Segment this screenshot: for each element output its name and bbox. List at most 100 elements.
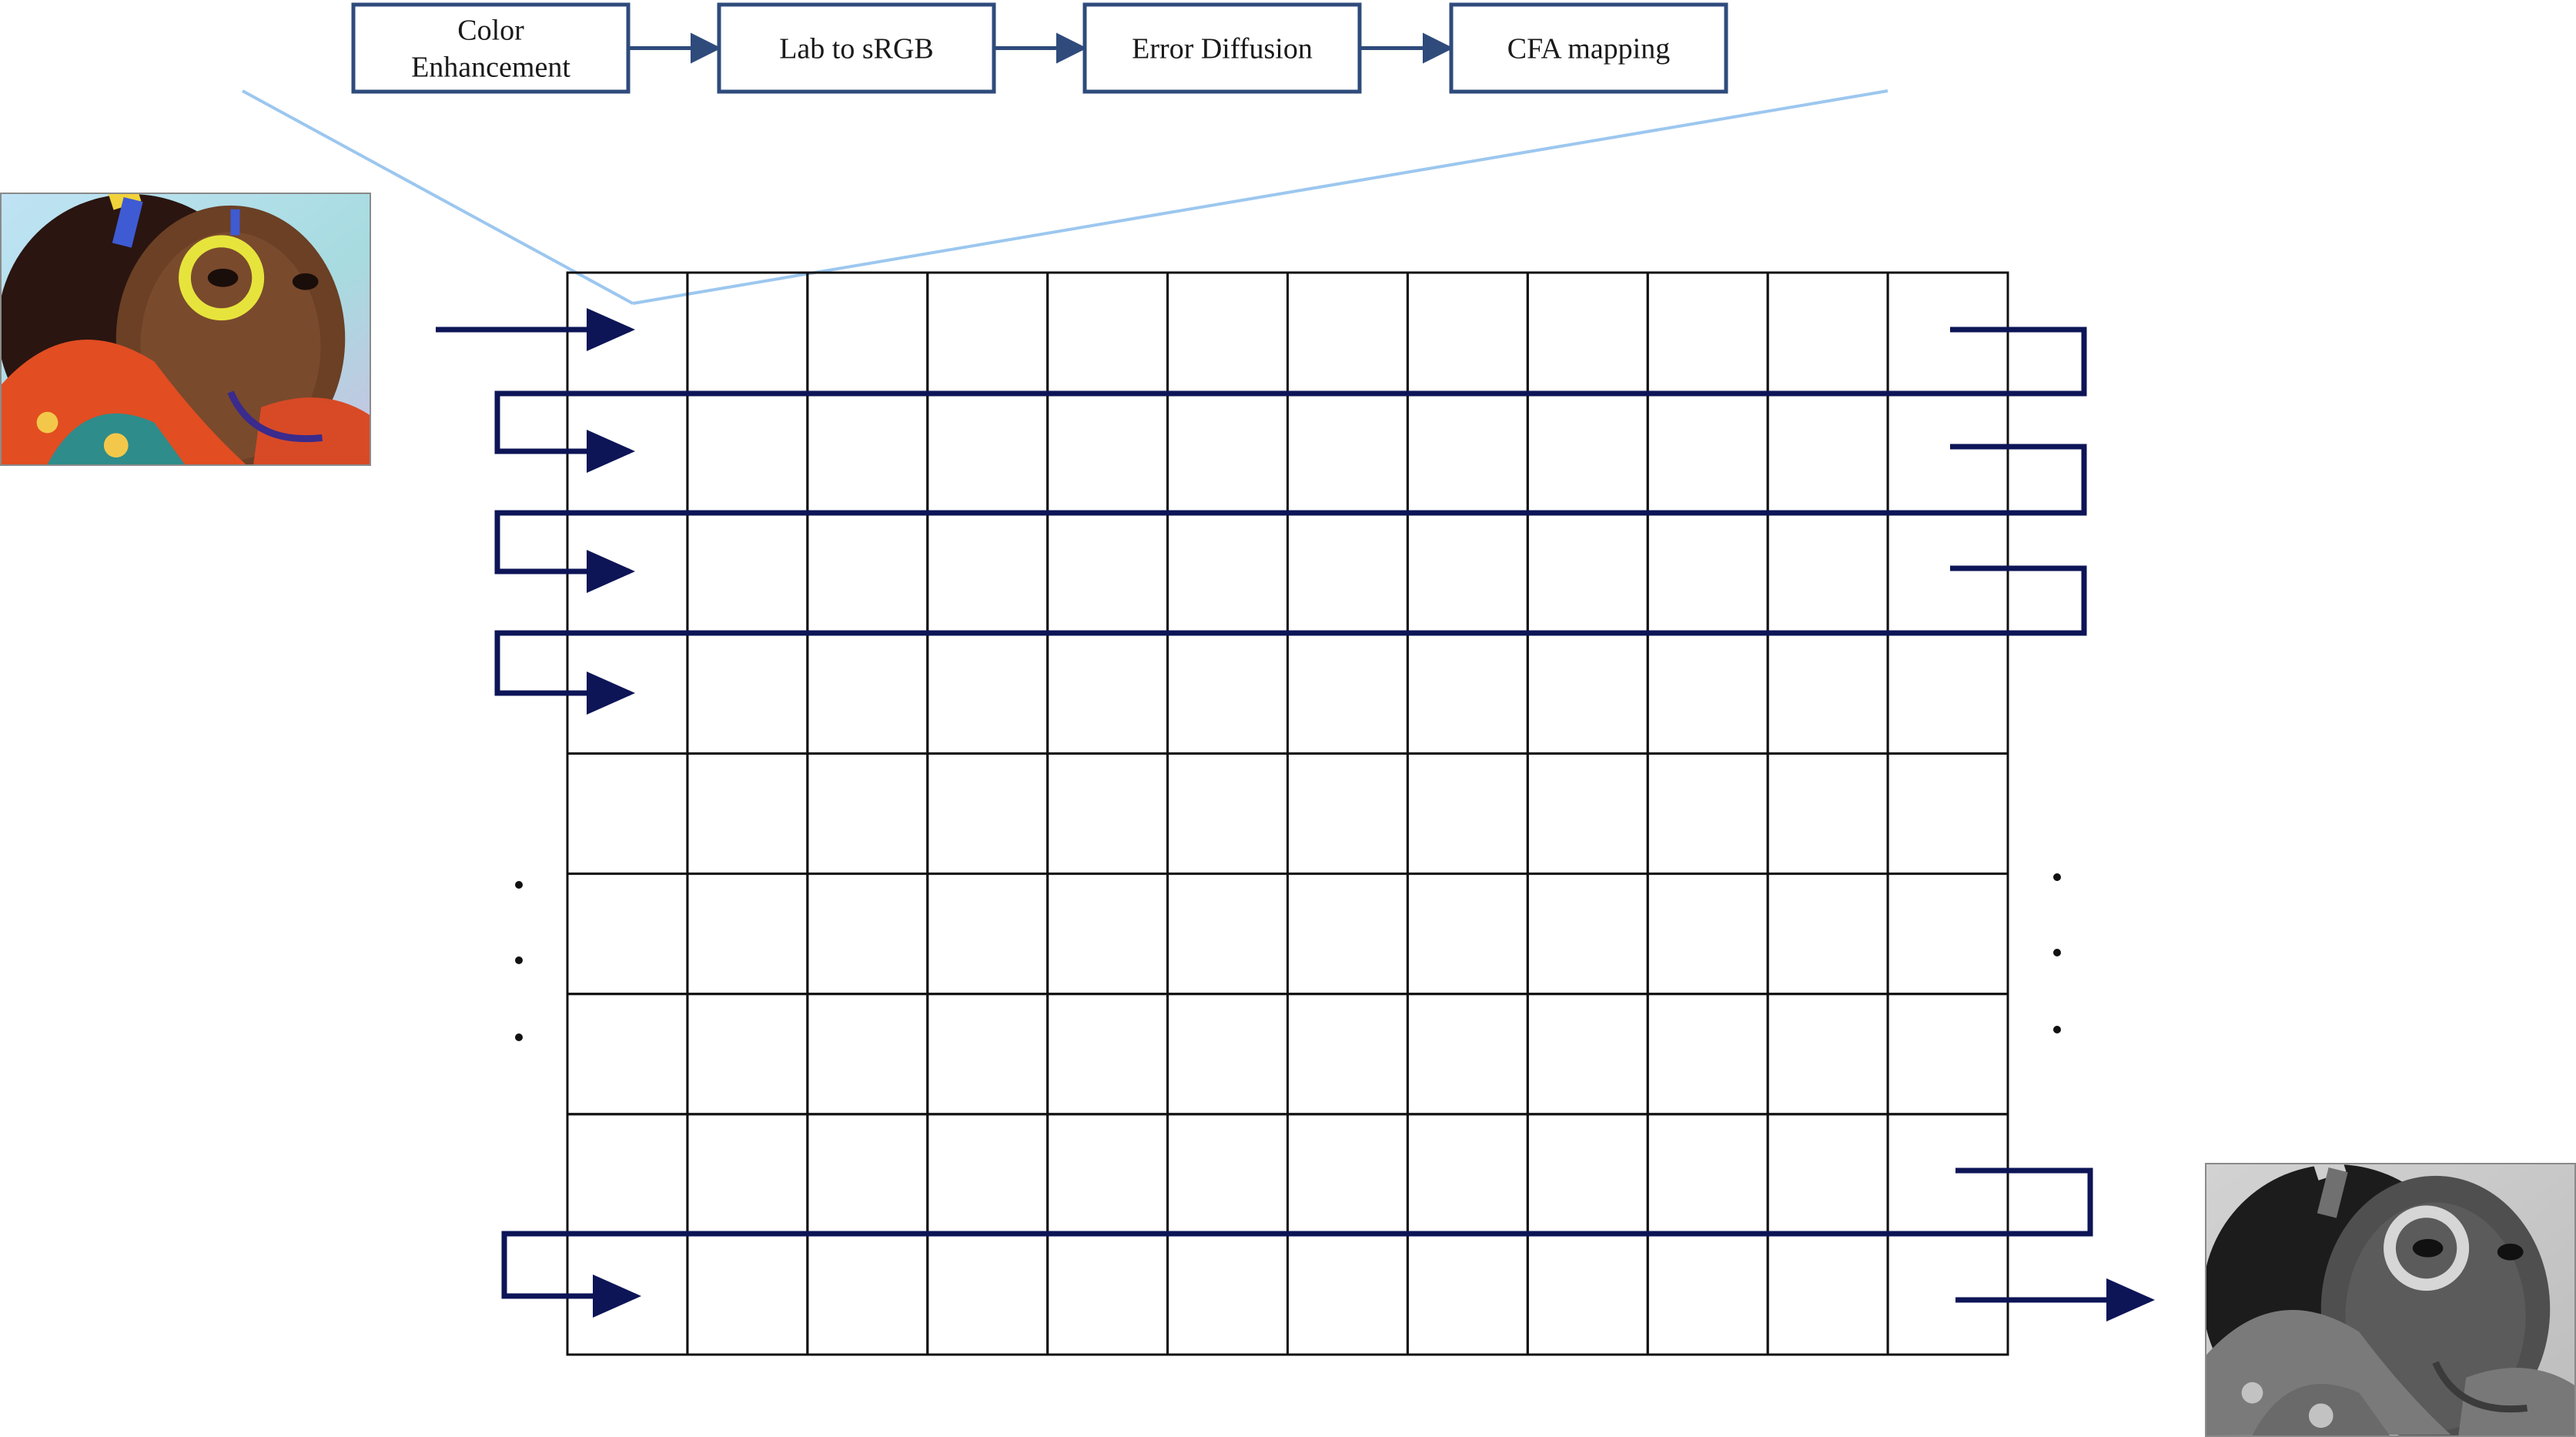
pixel-cell [1166, 271, 1290, 394]
pixel-cell [1286, 873, 1409, 996]
pixel-cell [1886, 993, 2009, 1116]
pixel-cell [686, 993, 809, 1116]
box-label-line: Error Diffusion [1132, 33, 1313, 65]
pixel-cell [1406, 271, 1529, 394]
scan-turn-right [494, 444, 2087, 593]
color-enhancement-box [351, 2, 631, 94]
lab-to-srgb-box [717, 2, 996, 94]
pixel-cell [1166, 511, 1290, 635]
lab-to-srgb-label: Lab to sRGB [779, 33, 934, 65]
pixel-cell [566, 993, 689, 1116]
pixel-cell [1646, 752, 1769, 876]
scan-turn-final [501, 1167, 2093, 1318]
pixel-cell [566, 873, 689, 996]
pixel-cell [1286, 631, 1409, 755]
pixel-cell [1646, 631, 1769, 755]
pixel-cell [686, 1113, 809, 1236]
pixel-cell [686, 631, 809, 755]
pixel-cell [686, 873, 809, 996]
pixel-cell [806, 391, 929, 514]
pixel-cell [1526, 752, 1649, 876]
pixel-cell [1646, 271, 1769, 394]
pixel-cell [1406, 993, 1529, 1116]
pixel-cell [806, 271, 929, 394]
pixel-cell [1526, 1233, 1649, 1356]
pixel-cell [1046, 993, 1169, 1116]
pixel-cell [1406, 391, 1529, 514]
pixel-cell [1406, 631, 1529, 755]
pixel-cell [926, 271, 1049, 394]
pixel-cell [1406, 873, 1529, 996]
pixel-cell [1406, 1113, 1529, 1236]
pixel-cell [1766, 752, 1889, 876]
pixel-cell [1526, 271, 1649, 394]
input-image [0, 193, 371, 466]
output-image [2205, 1163, 2576, 1437]
pixel-cell [926, 631, 1049, 755]
pixel-cell [1766, 391, 1889, 514]
pixel-cell [1286, 511, 1409, 635]
pixel-cell [1886, 271, 2009, 394]
pixel-cell [1046, 1113, 1169, 1236]
pixel-cell [926, 391, 1049, 514]
pixel-cell [1526, 631, 1649, 755]
pixel-cell [1046, 271, 1169, 394]
pixel-cell [1046, 1233, 1169, 1356]
box-label-line: Lab to sRGB [779, 33, 934, 65]
pixel-cell [1286, 271, 1409, 394]
pixel-cell [1526, 511, 1649, 635]
pixel-cell [566, 1113, 689, 1236]
pixel-cell [806, 873, 929, 996]
pixel-cell [1646, 1113, 1769, 1236]
pixel-cell [926, 873, 1049, 996]
pixel-cell [1166, 1113, 1290, 1236]
pixel-cell [1526, 993, 1649, 1116]
pixel-cell [566, 271, 689, 394]
pixel-cell [1646, 993, 1769, 1116]
pixel-cell [1286, 391, 1409, 514]
pixel-cell [1166, 1233, 1290, 1356]
pixel-cell [1286, 1113, 1409, 1236]
pixel-cell [1886, 752, 2009, 876]
pixel-cell [1886, 391, 2009, 514]
pixel-cell [806, 1113, 929, 1236]
pixel-cell [926, 993, 1049, 1116]
pixel-cell [1166, 873, 1290, 996]
pixel-cell [1646, 391, 1769, 514]
pixel-cell [806, 1233, 929, 1356]
pixel-cell [806, 511, 929, 635]
scan-turn-right [494, 565, 2087, 715]
pixel-cell [926, 511, 1049, 635]
pixel-cell [1886, 1233, 2009, 1356]
scan-turn-right [494, 327, 2087, 473]
pixel-cell [1766, 993, 1889, 1116]
pixel-cell [686, 391, 809, 514]
pixel-cell [1766, 631, 1889, 755]
pixel-cell [1646, 1233, 1769, 1356]
pixel-cell [1886, 511, 2009, 635]
box-label-line: CFA mapping [1507, 33, 1671, 65]
pixel-cell [926, 1233, 1049, 1356]
pixel-cell [806, 993, 929, 1116]
pixel-cell [1286, 1233, 1409, 1356]
pixel-cell [926, 752, 1049, 876]
pixel-cell [1766, 873, 1889, 996]
pixel-cell [806, 631, 929, 755]
pixel-cell [1886, 1113, 2009, 1236]
pixel-cell [1166, 752, 1290, 876]
cfa-mapping-box [1449, 2, 1728, 94]
pixel-cell [1766, 271, 1889, 394]
pixel-cell [926, 1113, 1049, 1236]
pixel-cell [1286, 752, 1409, 876]
box-label-line: Enhancement [411, 52, 570, 84]
pixel-cell [1046, 511, 1169, 635]
callout-line-right [632, 89, 1889, 305]
pixel-grid [566, 271, 2009, 1356]
pixel-cell [1766, 1233, 1889, 1356]
pixel-cell [1166, 631, 1290, 755]
pixel-cell [566, 752, 689, 876]
pixel-cell [1406, 1233, 1529, 1356]
pixel-cell [1046, 873, 1169, 996]
pixel-cell [1046, 631, 1169, 755]
